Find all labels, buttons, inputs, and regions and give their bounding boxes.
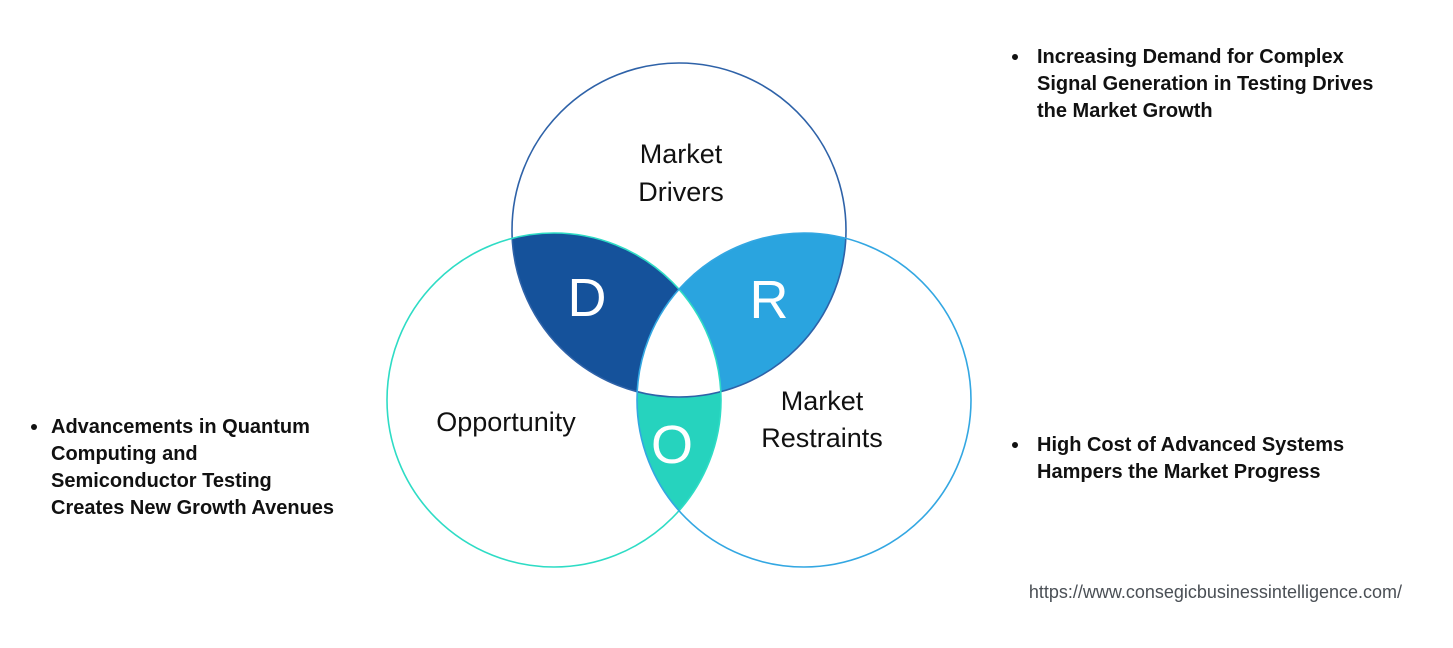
opportunity-bullet: Advancements in Quantum Computing and Se… — [31, 414, 334, 522]
bullet-line: Hampers the Market Progress — [1037, 461, 1321, 483]
bullet-icon — [1012, 442, 1018, 448]
bullet-line: Increasing Demand for Complex — [1037, 46, 1344, 68]
opportunity-label: Opportunity — [436, 407, 576, 437]
drivers-label-line1: Market — [640, 139, 723, 169]
restraint-bullet: High Cost of Advanced Systems Hampers th… — [1012, 432, 1344, 486]
bullet-line: Signal Generation in Testing Drives — [1037, 73, 1374, 95]
drivers-circle — [511, 62, 847, 398]
driver-bullet-text: Increasing Demand for Complex Signal Gen… — [1037, 44, 1373, 125]
d-region-fill — [512, 233, 721, 397]
opportunity-bullet-text: Advancements in Quantum Computing and Se… — [51, 414, 334, 522]
bullet-icon — [1012, 54, 1018, 60]
bullet-icon — [31, 424, 37, 430]
restraint-bullet-text: High Cost of Advanced Systems Hampers th… — [1037, 432, 1344, 486]
d-region-letter: D — [568, 268, 607, 328]
bullet-line: the Market Growth — [1037, 100, 1213, 122]
driver-bullet: Increasing Demand for Complex Signal Gen… — [1012, 44, 1373, 125]
drivers-label-line2: Drivers — [638, 177, 724, 207]
r-region-fill — [637, 233, 846, 397]
r-region-letter: R — [750, 270, 789, 330]
bullet-line: Advancements in Quantum — [51, 416, 310, 438]
source-url: https://www.consegicbusinessintelligence… — [1028, 582, 1402, 602]
restraints-label-line2: Restraints — [761, 423, 883, 453]
restraints-circle — [636, 232, 972, 568]
bullet-line: Computing and — [51, 443, 198, 465]
bullet-line: Semiconductor Testing — [51, 470, 272, 492]
restraints-label-line1: Market — [781, 386, 864, 416]
bullet-line: High Cost of Advanced Systems — [1037, 434, 1345, 456]
bullet-line: Creates New Growth Avenues — [51, 497, 335, 519]
o-region-letter: O — [651, 415, 693, 475]
opportunity-circle — [386, 232, 722, 568]
